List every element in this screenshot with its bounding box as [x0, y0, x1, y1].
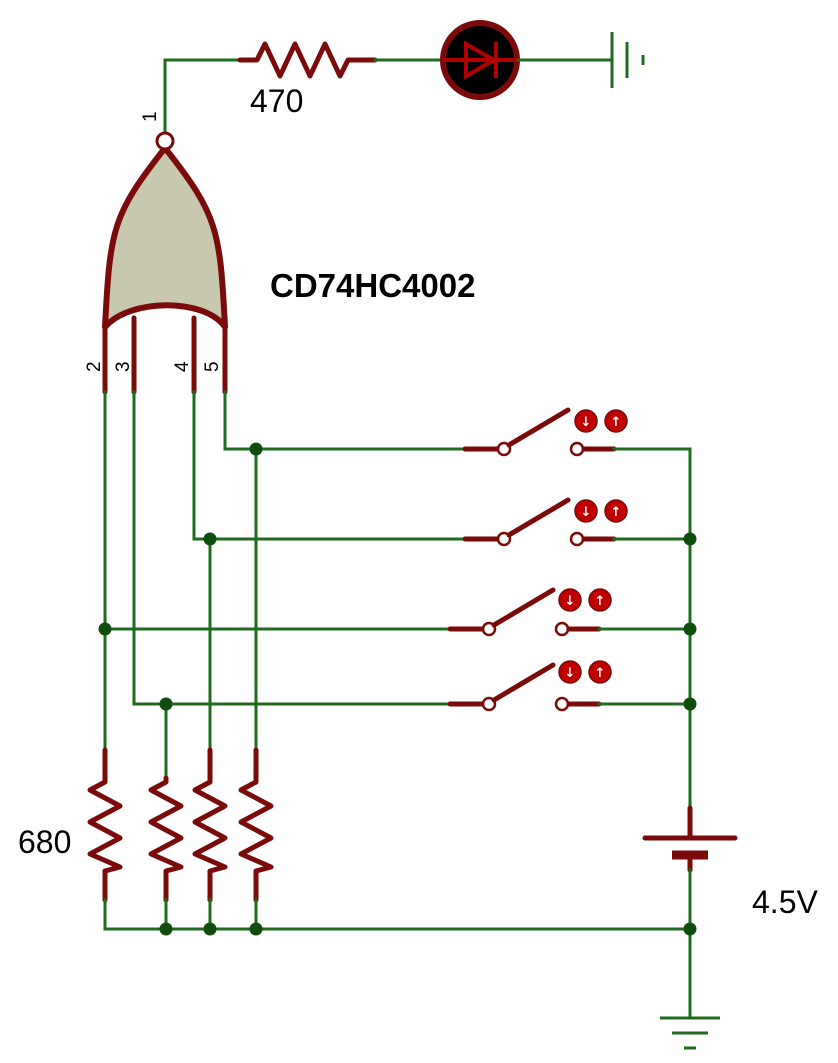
- junction-dot: [683, 697, 697, 711]
- pin-label-2: 2: [84, 361, 105, 372]
- switch-1-close-button[interactable]: ↑: [604, 409, 628, 433]
- wire-ground-bus: [103, 898, 692, 931]
- pulldown-resistor-3: [192, 747, 228, 903]
- led-ground-symbol: [610, 32, 645, 88]
- junction-dot: [683, 622, 697, 636]
- junction-dot: [98, 622, 112, 636]
- wire-pin5-switch1: [223, 390, 467, 451]
- wire-supply-vertical: [612, 447, 692, 810]
- svg-text:↓: ↓: [565, 666, 576, 681]
- switch-2-close-button[interactable]: ↑: [604, 499, 628, 523]
- battery: 4.5V: [642, 805, 818, 920]
- switch-4[interactable]: ↓ ↑: [447, 660, 612, 712]
- junction-dot: [203, 922, 217, 936]
- led: [440, 20, 520, 100]
- gate-input-pins: [102, 315, 228, 395]
- svg-text:↓: ↓: [581, 415, 592, 430]
- switch-4-open-button[interactable]: ↓: [558, 660, 582, 684]
- svg-text:↓: ↓: [581, 505, 592, 520]
- junction-dot: [159, 922, 173, 936]
- gate-part-label: CD74HC4002: [270, 267, 475, 304]
- wire-gate-output: [163, 58, 242, 134]
- svg-text:↑: ↑: [595, 666, 606, 681]
- switch-3-close-button[interactable]: ↑: [588, 588, 612, 612]
- pulldown-resistor-label: 680: [18, 824, 71, 860]
- switch-3[interactable]: ↓ ↑: [447, 587, 612, 637]
- junction-dot: [203, 532, 217, 546]
- pin-label-1: 1: [140, 111, 161, 122]
- output-branch: 470: [163, 20, 645, 134]
- ground-bus: [103, 898, 692, 931]
- pulldown-resistor-4: [238, 747, 274, 903]
- led-resistor: [237, 41, 378, 79]
- supply-rail: [597, 447, 692, 810]
- input-wires: [103, 390, 467, 780]
- junction-dot: [683, 922, 697, 936]
- junction-dot: [683, 532, 697, 546]
- pulldown-resistor-2: [148, 775, 184, 903]
- ground-symbol: [660, 1016, 720, 1050]
- svg-text:↑: ↑: [611, 415, 622, 430]
- junction-dot: [159, 697, 173, 711]
- nor-gate: 1 2 3 4 5 CD74HC4002: [84, 111, 475, 372]
- battery-label: 4.5V: [752, 884, 818, 920]
- junction-dot: [249, 442, 263, 456]
- pin-label-4: 4: [172, 361, 193, 372]
- pin-label-3: 3: [113, 361, 134, 372]
- switch-4-close-button[interactable]: ↑: [588, 660, 612, 684]
- wire-pin3-switch4: [132, 390, 452, 706]
- switch-3-open-button[interactable]: ↓: [558, 588, 582, 612]
- svg-text:↑: ↑: [595, 594, 606, 609]
- switch-2-open-button[interactable]: ↓: [574, 499, 598, 523]
- pulldown-resistors: 680: [18, 747, 274, 903]
- svg-text:↑: ↑: [611, 505, 622, 520]
- led-resistor-label: 470: [250, 83, 303, 119]
- switch-1-open-button[interactable]: ↓: [574, 409, 598, 433]
- switch-2[interactable]: ↓ ↑: [462, 497, 628, 547]
- junction-dot: [249, 922, 263, 936]
- svg-text:↓: ↓: [565, 594, 576, 609]
- pin-label-5: 5: [202, 361, 223, 372]
- junction-dots: [98, 442, 697, 936]
- nor-gate-body: [102, 145, 228, 330]
- pulldown-resistor-1: [87, 747, 123, 903]
- nor-gate-output-bubble: [155, 131, 175, 151]
- switch-1[interactable]: ↓ ↑: [462, 407, 628, 457]
- wire-pin4-switch2: [192, 390, 467, 541]
